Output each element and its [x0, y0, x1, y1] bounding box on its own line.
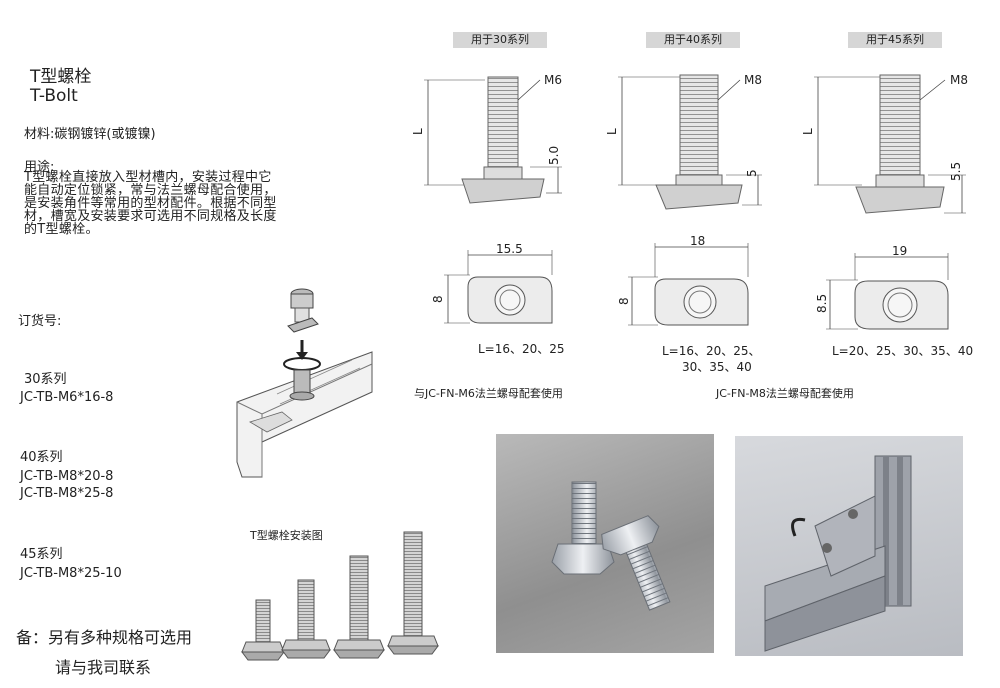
series-tag-40: 用于40系列	[646, 32, 740, 48]
product-title-en: T-Bolt	[30, 86, 78, 106]
usage-line: 能自动定位锁紧，常与法兰螺母配合使用，	[24, 183, 277, 198]
series-tag-45: 用于45系列	[848, 32, 942, 48]
head-height-40: 5	[745, 169, 759, 177]
usage-paragraph: T型螺栓直接放入型材槽内，安装过程中它 能自动定位锁紧，常与法兰螺母配合使用， …	[24, 171, 384, 236]
product-title-cn: T型螺栓	[30, 67, 92, 87]
note-line-2: 请与我司联系	[55, 658, 152, 677]
length-label-40: L	[605, 128, 619, 135]
order-code: JC-TB-M8*25-10	[20, 566, 122, 581]
height-label-30: 8	[431, 295, 445, 303]
head-height-30: 5.0	[547, 146, 561, 165]
series-40-label: 40系列	[20, 450, 63, 465]
profile-assembly-drawing	[764, 455, 912, 652]
order-heading: 订货号:	[18, 314, 62, 329]
order-code: JC-TB-M6*16-8	[20, 390, 114, 405]
usage-line: 材，槽宽及安装要求可选用不同规格及长度	[24, 209, 277, 224]
bolt-top-view-30	[444, 250, 553, 324]
series-tag-30: 用于30系列	[453, 32, 547, 48]
length-options-40-line2: 30、35、40	[682, 360, 752, 374]
thread-label-45: M8	[950, 73, 968, 87]
bolt-top-view-45	[826, 253, 949, 330]
material-text: 材料:碳钢镀锌(或镀镍)	[24, 127, 156, 142]
length-options-40-line1: L=16、20、25、	[662, 344, 761, 358]
thread-label-30: M6	[544, 73, 562, 87]
length-options-45: L=20、25、30、35、40	[832, 344, 973, 358]
bolt-lineup-illustration	[241, 531, 439, 661]
bolt-top-view-40	[628, 243, 749, 326]
usage-line: 是安装角件等常用的型材配件。根据不同型	[24, 196, 277, 211]
height-label-40: 8	[617, 297, 631, 305]
usage-line: T型螺栓直接放入型材槽内，安装过程中它	[24, 170, 272, 185]
bolt-side-view-40	[618, 74, 762, 210]
pairing-note-m8: JC-FN-M8法兰螺母配套使用	[716, 387, 854, 400]
usage-heading: 用途:	[24, 160, 55, 175]
usage-line: 的T型螺栓。	[24, 222, 99, 237]
note-line-1: 备：另有多种规格可选用	[16, 628, 193, 647]
length-label-30: L	[411, 128, 425, 135]
bolt-photo-drawing	[551, 481, 671, 611]
head-height-45: 5.5	[949, 162, 963, 181]
series-30-label: 30系列	[24, 372, 67, 387]
pairing-note-m6: 与JC-FN-M6法兰螺母配套使用	[414, 387, 563, 400]
bolt-side-view-30	[424, 76, 562, 204]
thread-label-40: M8	[744, 73, 762, 87]
profile-assembly-render	[735, 436, 963, 656]
bolt-photo	[496, 434, 714, 653]
width-label-30: 15.5	[496, 242, 523, 256]
bolt-side-view-45	[814, 74, 966, 214]
technical-drawings: M6 L 5.0 15.5 8 L=16、20、25 M8 L 5	[411, 73, 973, 374]
install-caption: T型螺栓安装图	[250, 529, 323, 542]
order-code: JC-TB-M8*25-8	[20, 486, 114, 501]
length-options-30: L=16、20、25	[478, 342, 565, 356]
height-label-45: 8.5	[815, 294, 829, 313]
width-label-45: 19	[892, 244, 907, 258]
installation-illustration	[236, 288, 373, 478]
length-label-45: L	[801, 128, 815, 135]
width-label-40: 18	[690, 234, 705, 248]
order-code: JC-TB-M8*20-8	[20, 469, 114, 484]
series-45-label: 45系列	[20, 547, 63, 562]
